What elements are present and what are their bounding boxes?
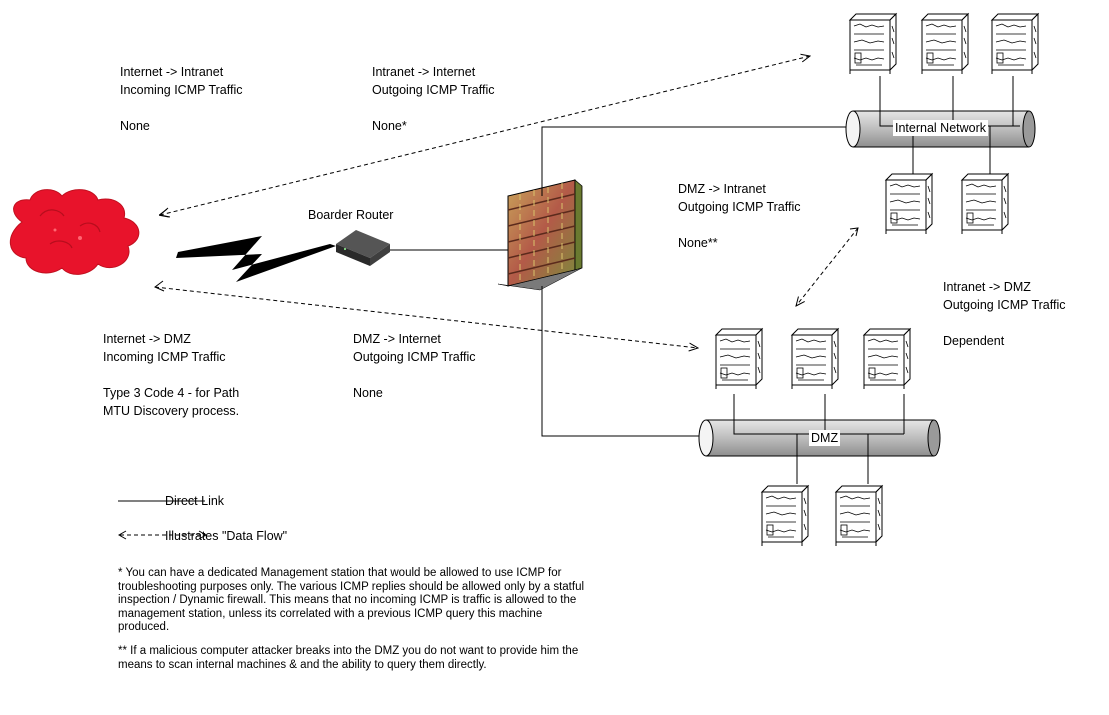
label-internet-to-dmz: Internet -> DMZ Incoming ICMP Traffic Ty… (103, 330, 239, 420)
firewall-icon (498, 180, 582, 290)
label-intranet-to-dmz: Intranet -> DMZ Outgoing ICMP Traffic De… (943, 278, 1066, 350)
label-intranet-to-internet: Intranet -> Internet Outgoing ICMP Traff… (372, 63, 495, 135)
label-dmz-to-internet: DMZ -> Internet Outgoing ICMP Traffic No… (353, 330, 476, 402)
footnote-management-station: * You can have a dedicated Management st… (118, 567, 818, 635)
legend-data-flow-label: Illustrates "Data Flow" (165, 527, 287, 545)
internet-cloud-icon (10, 190, 139, 275)
label-internet-to-intranet: Internet -> Intranet Incoming ICMP Traff… (120, 63, 243, 135)
label-dmz-to-intranet: DMZ -> Intranet Outgoing ICMP Traffic No… (678, 180, 801, 252)
legend-direct-link-label: Direct Link (165, 492, 224, 510)
footnote-dmz-attacker: ** If a malicious computer attacker brea… (118, 645, 818, 672)
dmz-label: DMZ (809, 430, 840, 446)
border-router-label: Boarder Router (308, 206, 393, 224)
border-router-icon (336, 230, 390, 266)
internal-network-label: Internal Network (893, 120, 988, 136)
lightning-link-icon (176, 236, 336, 282)
